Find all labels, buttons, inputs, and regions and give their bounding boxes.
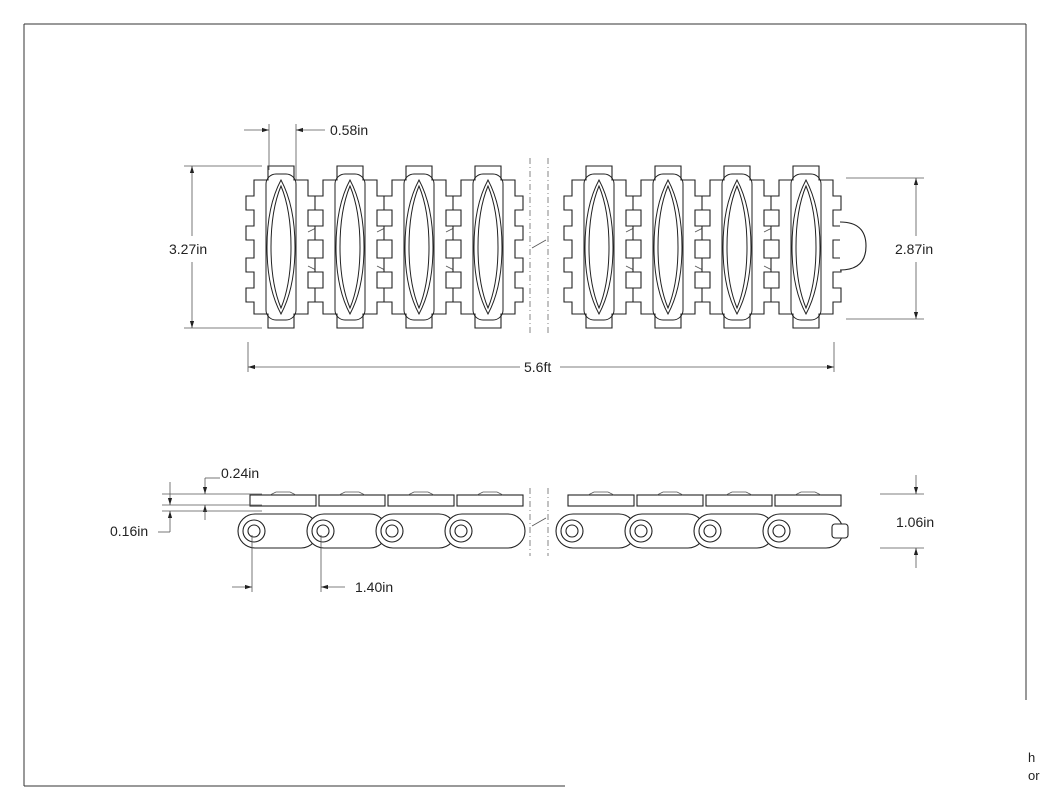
module-slot-inner <box>726 184 748 310</box>
roller-inner <box>634 524 648 538</box>
edge-text-line-1: h <box>1028 750 1035 765</box>
module-slot <box>722 178 752 316</box>
end-slot <box>831 523 849 539</box>
module-slot-inner <box>408 184 430 310</box>
roller-inner <box>565 524 579 538</box>
side-view-break <box>529 488 549 556</box>
top-module <box>245 165 325 329</box>
dim-height <box>880 475 924 568</box>
module-slot <box>335 178 365 316</box>
module-slot <box>791 178 821 316</box>
module-slot-inner <box>477 184 499 310</box>
module-frame <box>652 173 684 321</box>
module-slot <box>473 178 503 316</box>
roller-inner <box>703 524 717 538</box>
top-plate <box>318 494 386 507</box>
top-module <box>452 165 524 329</box>
side-module <box>306 491 388 549</box>
dim-top-thickness-label: 0.24in <box>221 465 259 481</box>
roller-inner <box>316 524 330 538</box>
dim-inner-width-label: 2.87in <box>895 241 933 257</box>
dim-overall-length <box>247 342 835 372</box>
module-slot-inner <box>795 184 817 310</box>
module-frame <box>403 173 435 321</box>
top-view-end-lobe <box>839 221 867 271</box>
module-slot <box>404 178 434 316</box>
top-plate <box>567 494 635 507</box>
dim-pitch-tab-label: 0.58in <box>330 122 368 138</box>
module-frame <box>472 173 504 321</box>
top-module <box>770 165 842 329</box>
module-frame <box>790 173 822 321</box>
dim-top-thickness <box>162 477 262 520</box>
sheet-border <box>23 23 1027 787</box>
top-plate <box>774 494 842 507</box>
module-slot-inner <box>588 184 610 310</box>
module-frame <box>265 173 297 321</box>
top-module <box>632 165 712 329</box>
module-frame <box>334 173 366 321</box>
module-outline <box>563 165 635 329</box>
module-slot-inner <box>339 184 361 310</box>
dim-overall-length-label: 5.6ft <box>524 359 551 375</box>
module-outline <box>452 165 524 329</box>
dim-pitch-tab <box>244 124 325 180</box>
dim-overall-width <box>184 165 262 329</box>
side-module <box>624 491 706 549</box>
top-plate <box>636 494 704 507</box>
module-outline <box>701 165 773 329</box>
dim-inner-width <box>846 177 924 320</box>
roller-inner <box>247 524 261 538</box>
top-view-break <box>529 158 549 335</box>
module-frame <box>583 173 615 321</box>
plate-ridge <box>269 491 297 496</box>
top-module <box>383 165 463 329</box>
edge-text-line-2: or <box>1028 768 1040 783</box>
module-frame <box>721 173 753 321</box>
module-outline <box>770 165 842 329</box>
plate-ridge <box>476 491 504 496</box>
dim-lip-label: 0.16in <box>110 523 148 539</box>
dim-lip <box>158 482 262 533</box>
side-view-belt <box>237 491 849 549</box>
dim-pitch <box>232 535 345 592</box>
side-module <box>237 491 319 549</box>
top-plate <box>387 494 455 507</box>
top-module <box>701 165 781 329</box>
side-module <box>444 491 526 549</box>
plate-ridge <box>725 491 753 496</box>
side-module <box>693 491 775 549</box>
side-module <box>762 491 844 549</box>
top-module <box>563 165 643 329</box>
top-plate <box>249 494 317 507</box>
top-plate <box>705 494 773 507</box>
top-view-belt <box>245 165 842 329</box>
roller-inner <box>454 524 468 538</box>
plate-ridge <box>656 491 684 496</box>
plate-ridge <box>794 491 822 496</box>
roller-inner <box>772 524 786 538</box>
plate-ridge <box>338 491 366 496</box>
module-outline <box>632 165 704 329</box>
module-outline <box>245 165 317 329</box>
side-module <box>555 491 637 549</box>
top-module <box>314 165 394 329</box>
roller-inner <box>385 524 399 538</box>
module-outline <box>383 165 455 329</box>
plate-ridge <box>407 491 435 496</box>
dim-height-label: 1.06in <box>896 514 934 530</box>
plate-ridge <box>587 491 615 496</box>
dim-overall-width-label: 3.27in <box>169 241 207 257</box>
module-slot <box>653 178 683 316</box>
module-slot <box>584 178 614 316</box>
module-slot-inner <box>657 184 679 310</box>
side-module <box>375 491 457 549</box>
dim-pitch-label: 1.40in <box>355 579 393 595</box>
module-slot <box>266 178 296 316</box>
module-slot-inner <box>270 184 292 310</box>
module-outline <box>314 165 386 329</box>
top-plate <box>456 494 524 507</box>
